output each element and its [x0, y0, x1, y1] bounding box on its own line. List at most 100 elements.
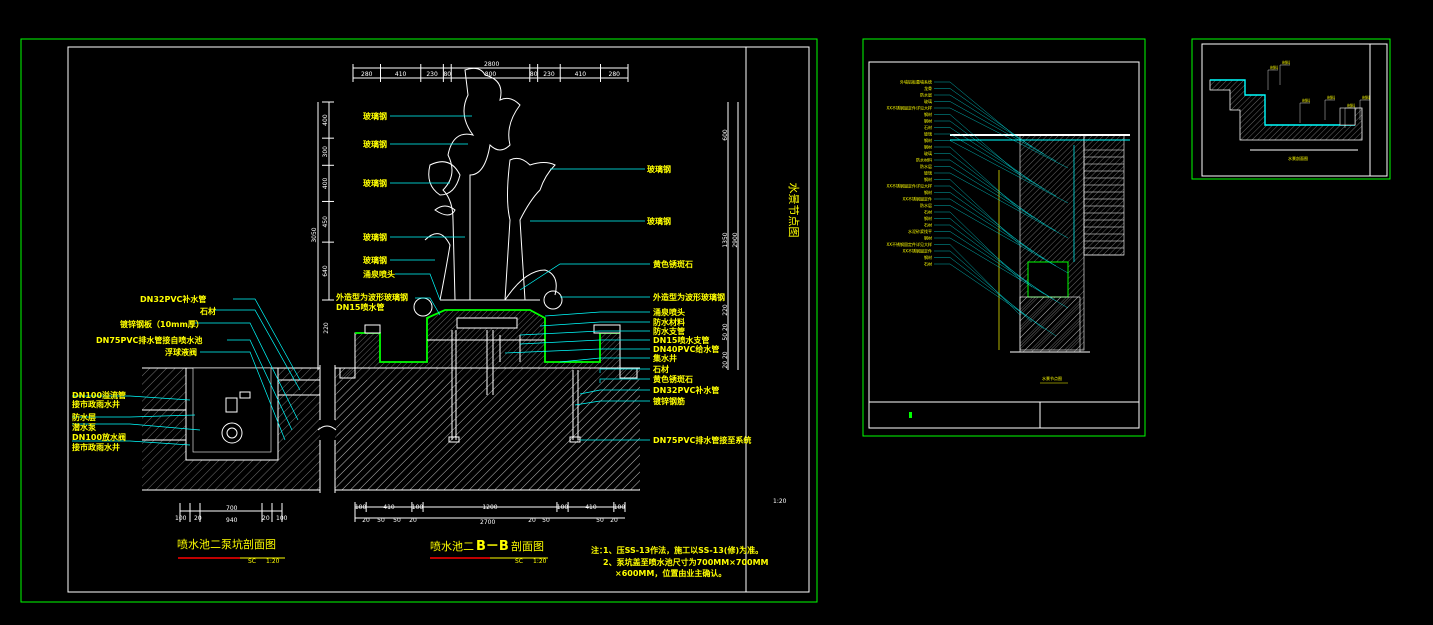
notes-line1: 1、压SS-13作法，施工以SS-13(修)为准。	[603, 545, 763, 555]
leader	[934, 218, 1033, 288]
leader	[934, 114, 1021, 176]
bb-bottom-dim1-2: 100	[412, 504, 424, 511]
leader	[72, 395, 191, 401]
bb-small-lv0: 220	[323, 322, 330, 334]
sheet1: 水景节点图 1:20	[20, 38, 818, 603]
bb-top-dim-5: 80	[530, 71, 538, 78]
sheet2-caption: 水景节点图	[1042, 375, 1062, 381]
center-basin	[456, 317, 518, 329]
sheet1-vertical-title: 水景节点图	[787, 183, 800, 238]
notes-line3: ×600MM，位置由业主确认。	[615, 568, 726, 578]
bb-bottom-dim1-4: 100	[557, 504, 569, 511]
sheet2-label-17: 钢材	[924, 189, 932, 195]
leader	[519, 339, 650, 345]
leader	[934, 159, 1045, 225]
break-line	[317, 365, 337, 493]
pit-label-r3: DN75PVC排水管接自喷水池	[96, 335, 202, 345]
sheet3-label-1: 材料	[1282, 59, 1290, 65]
pit-dim-2: 700	[226, 505, 238, 512]
sculpture-leaf	[428, 161, 461, 196]
bb-bottom-dim1-6: 100	[614, 504, 626, 511]
leader	[934, 244, 1021, 316]
sheet2-inner-frame	[868, 61, 1140, 429]
leader	[559, 357, 650, 363]
sheet2-label-8: 玻璃	[924, 131, 932, 137]
coping-right	[593, 324, 621, 334]
bb-top-dim-6: 230	[543, 71, 555, 78]
bb-right-label-11: 黄色锈斑石	[653, 374, 693, 384]
pit-dim-1: 20	[194, 515, 202, 522]
leader	[934, 107, 1069, 169]
sheet2: 水景节点图 外墙铝板幕墙系统龙骨防水层玻璃XX不锈钢固定件详见大样钢材钢材石材玻…	[862, 38, 1146, 437]
nozzle-right	[543, 290, 563, 310]
bb-pool-section	[337, 309, 640, 490]
sheet2-label-22: 石材	[924, 222, 932, 228]
leader	[934, 153, 1033, 218]
bb-bottom-dim1-1: 410	[383, 504, 395, 511]
pump-pit-scale: 1:20	[266, 558, 280, 565]
pump-pit-leaders	[72, 298, 301, 446]
bb-right-labels: 玻璃钢 玻璃钢 黄色锈斑石 外造型为波形玻璃钢 涌泉喷头 防水材料 防水支管 D…	[647, 164, 751, 445]
sheet2-label-4: XX不锈钢固定件详见大样	[887, 105, 932, 111]
sheet2-label-0: 外墙铝板幕墙系统	[900, 79, 932, 85]
sheet2-mark	[909, 412, 912, 418]
bb-left-v-2: 400	[322, 177, 329, 189]
sheet2-label-16: XX不锈钢固定件详见大样	[887, 183, 932, 189]
leader	[934, 205, 1069, 274]
pump-pit-title: 喷水池二泵坑剖面图	[177, 537, 276, 551]
leader	[934, 146, 1021, 211]
leader	[934, 198, 1057, 267]
float-valve	[239, 391, 251, 399]
sheet2-label-19: 防水层	[920, 202, 932, 208]
sheet2-label-27: 钢材	[924, 254, 932, 260]
pit-label-r0: DN32PVC补水管	[140, 294, 206, 304]
bb-left-label-0: 玻璃钢	[363, 111, 387, 121]
pit-dim-total: 940	[226, 517, 238, 524]
leader	[934, 185, 1033, 253]
leader	[519, 330, 650, 336]
leader	[934, 237, 1069, 309]
sculpture-base-curve	[504, 269, 557, 301]
leader	[934, 192, 1045, 260]
leader	[934, 263, 1057, 337]
bb-title-suffix: 剖面图	[511, 539, 544, 553]
bb-top-dim-2: 230	[426, 71, 438, 78]
bb-left-total: 3050	[311, 227, 318, 242]
sheet1-scale-mark: 1:20	[773, 498, 787, 505]
sculpture-left-form	[442, 67, 521, 301]
leader	[519, 263, 650, 291]
sheet3-caption: 水景剖面图	[1288, 155, 1308, 161]
leader	[579, 389, 650, 395]
bb-bottom-dim1-0: 100	[355, 504, 367, 511]
leader	[934, 231, 1057, 302]
drain-fitting	[448, 436, 460, 443]
sheet2-facade	[1083, 134, 1125, 256]
bb-right-label-10: 石材	[652, 364, 669, 374]
bb-left-label-5: 涌泉喷头	[363, 269, 395, 279]
notes-line2: 2、泵坑盖至喷水池尺寸为700MM×700MM	[603, 557, 769, 567]
bb-left-v-1: 300	[322, 146, 329, 158]
bb-bottom-dim2-3: 20	[409, 517, 417, 524]
sheet2-label-14: 玻璃	[924, 170, 932, 176]
leader	[934, 94, 1045, 155]
sculpture-right-form	[504, 157, 556, 301]
bb-left-label-3: 玻璃钢	[363, 232, 387, 242]
bb-bottom-dim2-4: 20	[528, 517, 536, 524]
nozzle-left	[413, 297, 433, 317]
sheet3-section	[1209, 79, 1363, 141]
pump-pit-dims: 100 20 700 20 100 940	[175, 503, 288, 524]
leader	[934, 211, 1021, 281]
bb-title-mark: B－B	[476, 539, 509, 554]
leader	[934, 88, 1033, 148]
bb-right-label-2: 黄色锈斑石	[653, 259, 693, 269]
bb-top-dim-1: 410	[395, 71, 407, 78]
sheet2-label-12: 防水材料	[916, 157, 932, 163]
sculpture-spray	[424, 233, 451, 301]
pit-label-l1: 接市政雨水井	[72, 399, 120, 409]
pump-symbol	[221, 422, 243, 444]
sheet1-outer-frame	[20, 38, 818, 603]
